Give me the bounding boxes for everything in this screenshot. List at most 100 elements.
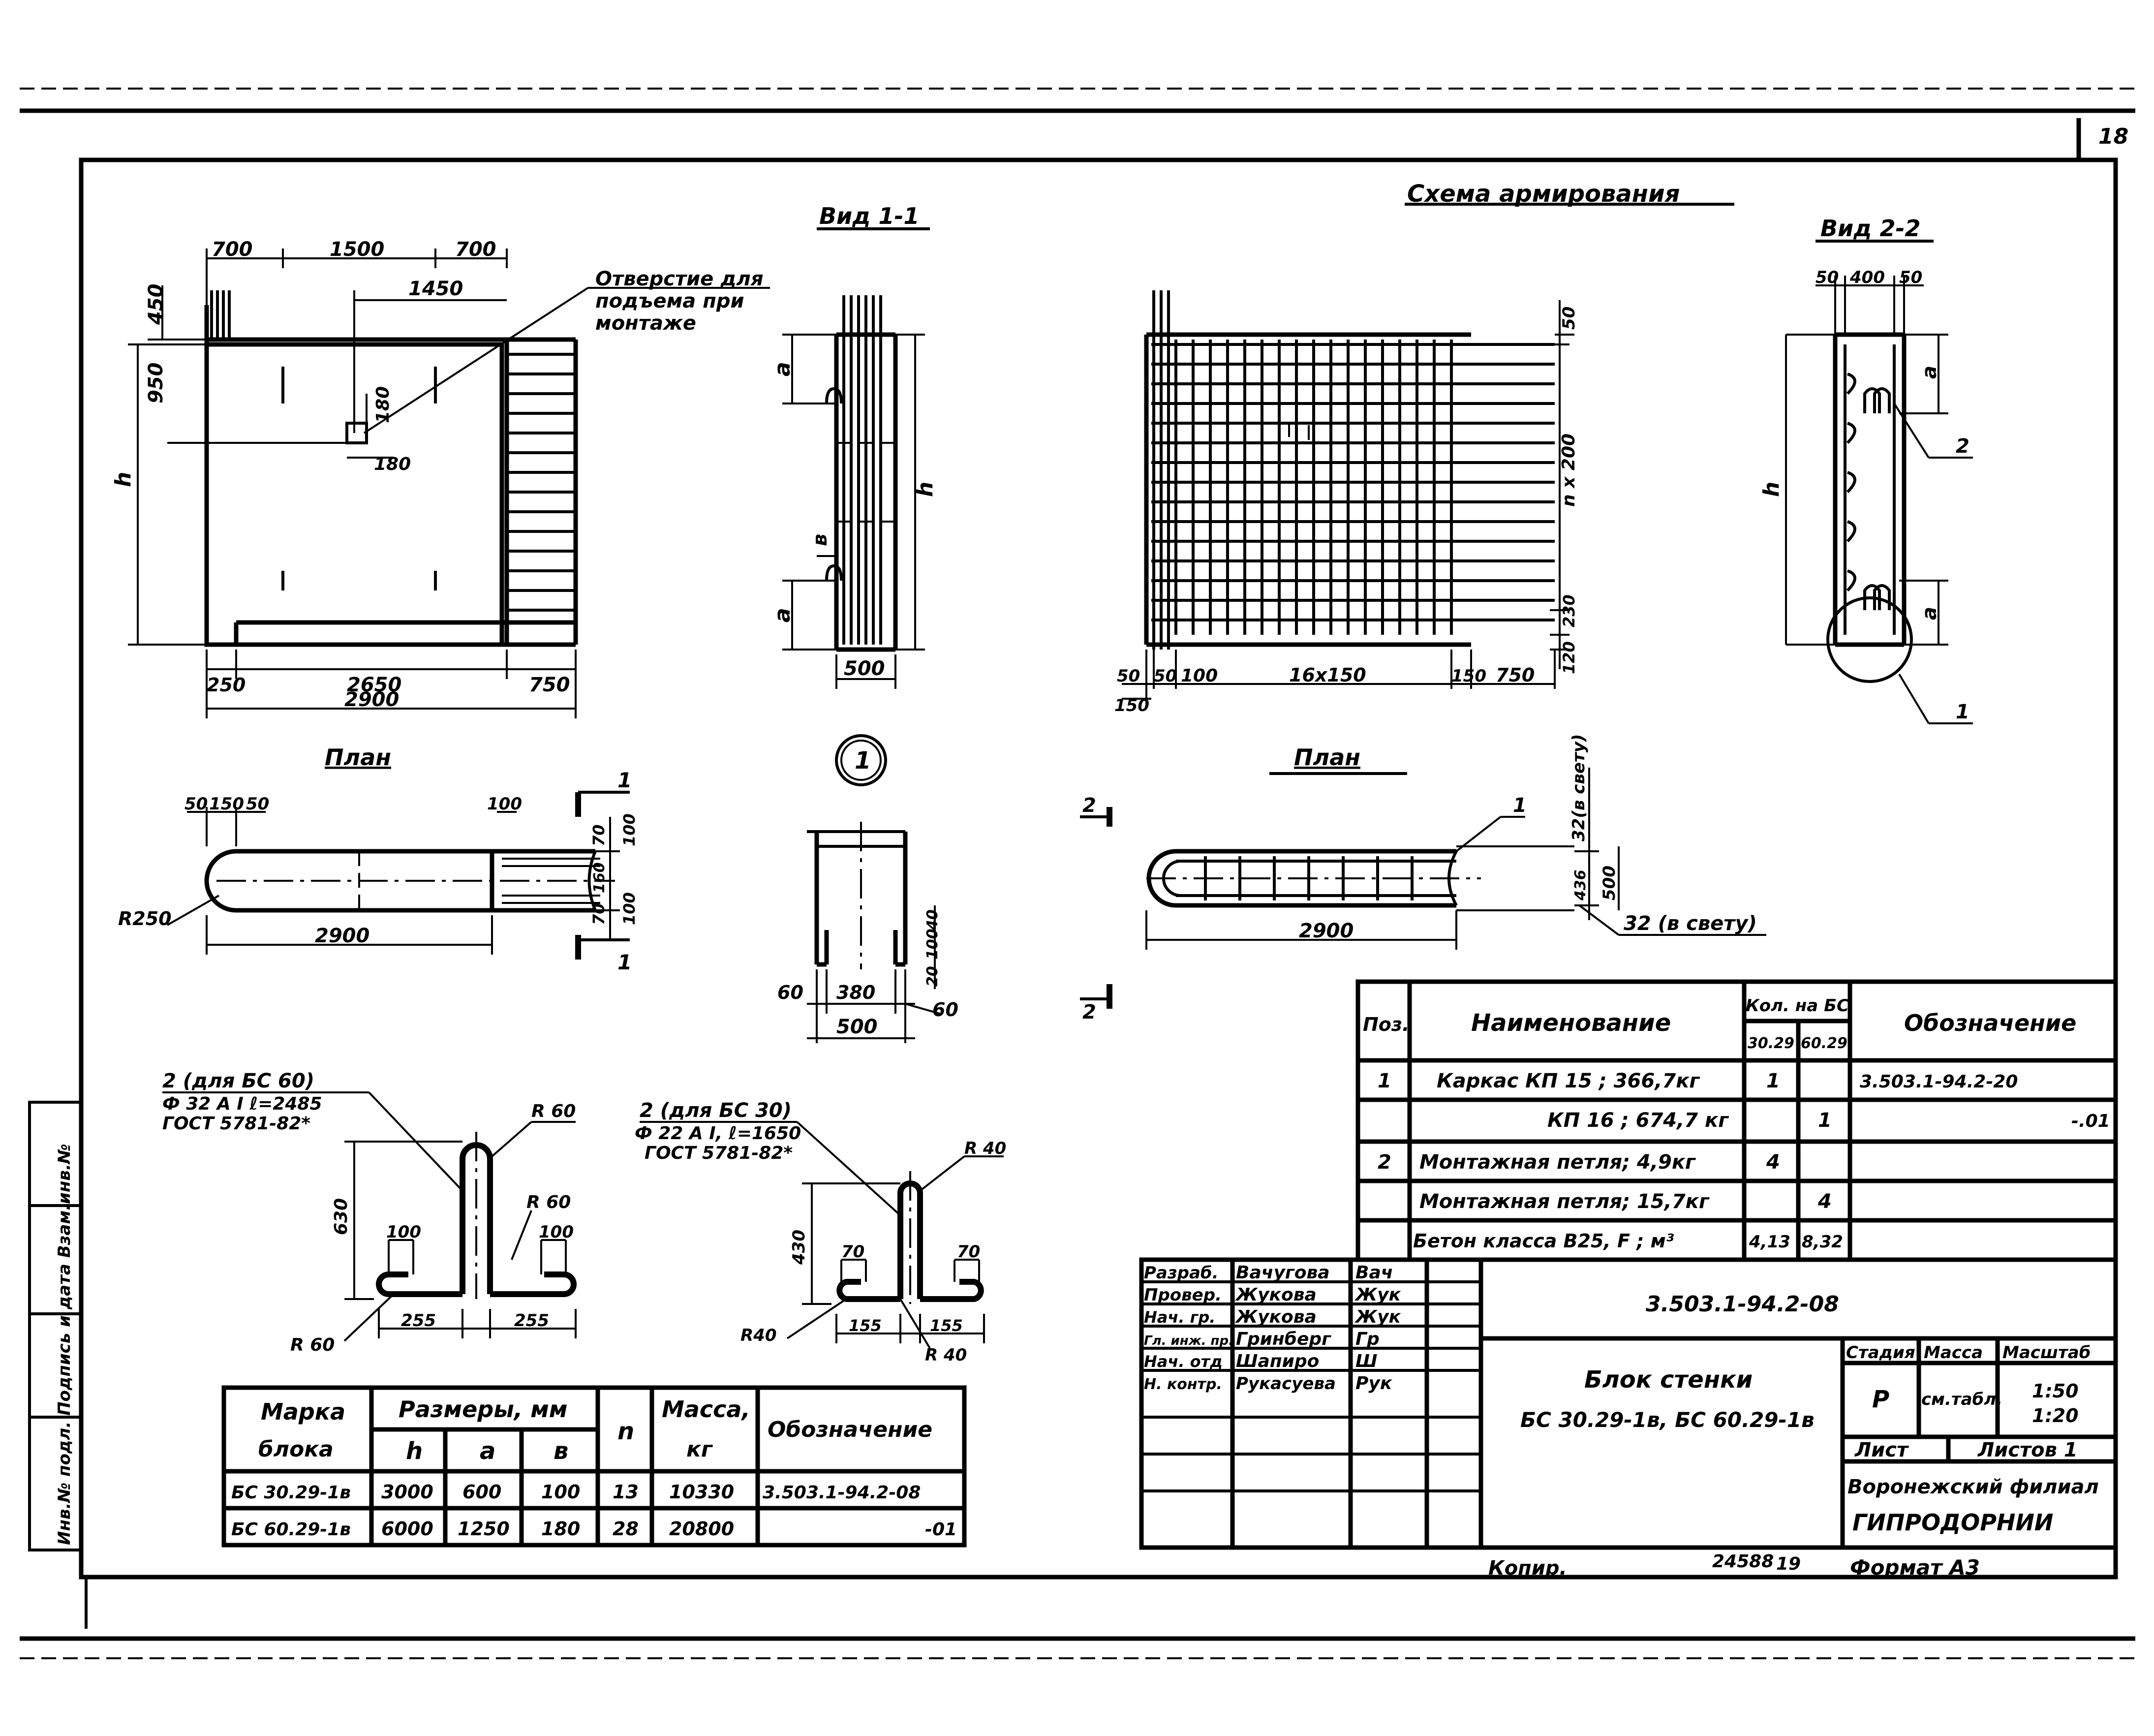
- dim-450: 450: [145, 284, 167, 326]
- bt-h-n: n: [617, 1418, 634, 1445]
- loop30-70b: 70: [957, 1242, 980, 1262]
- tb-scale-2: 1:20: [2032, 1405, 2079, 1426]
- tb-sheet-label: Лист: [1854, 1439, 1909, 1461]
- tb-role-6: Н. контр.: [1144, 1376, 1222, 1393]
- bt-r1-mark: БС 30.29-1в: [231, 1483, 351, 1503]
- plan-70a: 70: [589, 824, 608, 846]
- bt-r2-mark: БС 60.29-1в: [231, 1519, 351, 1540]
- tb-org-1: Воронежский филиал: [1847, 1476, 2099, 1498]
- loop60-100b: 100: [539, 1222, 574, 1242]
- tb-title-1: Блок стенки: [1584, 1366, 1753, 1394]
- v22-400: 400: [1849, 268, 1885, 287]
- rplan-436: 436: [1572, 869, 1589, 901]
- node-60b: 60: [932, 999, 958, 1021]
- bt-h-desig: Обозначение: [768, 1417, 932, 1442]
- tb-sig-4: Гр: [1355, 1329, 1380, 1349]
- scheme-nx200: n x 200: [1559, 434, 1579, 507]
- loop30-title: 2 (для БС 30): [640, 1099, 792, 1122]
- signer-row: Провер. Жукова Жук: [1144, 1285, 1402, 1305]
- plan-100a: 100: [620, 813, 639, 846]
- st-r1-q30: 1: [1766, 1070, 1780, 1092]
- footer-copied: Копир.: [1488, 1557, 1567, 1580]
- hole-note-1: Отверстие для: [595, 268, 764, 290]
- scheme-150b: 150: [1114, 696, 1149, 715]
- dim-1450: 1450: [408, 278, 463, 300]
- dim-180b: 180: [374, 454, 411, 474]
- bt-r2-b: 180: [541, 1518, 580, 1540]
- right-plan: [1080, 768, 1766, 1009]
- loop60-r60a: R 60: [531, 1101, 576, 1121]
- dim-2650: 2650: [347, 674, 401, 696]
- dim-250: 250: [207, 674, 246, 696]
- tb-role-2: Провер.: [1144, 1285, 1222, 1305]
- dim-700a: 700: [212, 238, 253, 261]
- tb-h-mass: Масса: [1924, 1343, 1983, 1363]
- st-h-pos: Поз.: [1363, 1014, 1409, 1035]
- loop60-spec: Ф 32 A I ℓ=2485: [162, 1094, 322, 1114]
- view-2-2: [1785, 240, 1973, 724]
- dim-180a: 180: [373, 386, 393, 423]
- view-2-2-title: Вид 2-2: [1820, 215, 1921, 242]
- footer-format: Формат А3: [1850, 1555, 1980, 1580]
- bt-h-sizes: Размеры, мм: [399, 1396, 568, 1423]
- node-40: 40: [924, 909, 941, 930]
- footer-page-no: 19: [1776, 1554, 1801, 1574]
- tb-name-5: Шапиро: [1236, 1351, 1319, 1371]
- node-60: 60: [777, 982, 803, 1003]
- tb-role-1: Разраб.: [1144, 1263, 1219, 1283]
- loop60-630: 630: [331, 1198, 351, 1235]
- st-r1-name: Каркас КП 15 ; 366,7кг: [1437, 1070, 1700, 1092]
- signer-row: Гл. инж. пр. Гринберг Гр: [1144, 1329, 1380, 1349]
- st-r3-name: Монтажная петля; 4,9кг: [1419, 1151, 1696, 1174]
- st-r4-q60: 4: [1817, 1190, 1832, 1213]
- st-h-qty: Кол. на БС: [1746, 996, 1849, 1016]
- bt-r2-n: 28: [613, 1518, 639, 1540]
- bt-r1-b: 100: [541, 1481, 580, 1503]
- plan-sec-1a: 1: [617, 768, 632, 792]
- tb-name-2: Жукова: [1234, 1285, 1317, 1305]
- spec-row: 2 Монтажная петля; 4,9кг 4: [1378, 1151, 1780, 1174]
- tb-stage: Р: [1872, 1386, 1889, 1413]
- sheet-number: 18: [2098, 124, 2128, 149]
- v22-50b: 50: [1899, 268, 1922, 287]
- tb-name-3: Жукова: [1234, 1307, 1317, 1327]
- signer-row: Разраб. Вачугова Вач: [1144, 1263, 1393, 1283]
- scheme-120: 120: [1560, 641, 1578, 674]
- plan-150: 150: [209, 794, 244, 814]
- rplan-2900: 2900: [1299, 920, 1354, 942]
- loop60-r60b: R 60: [526, 1192, 571, 1212]
- node-380: 380: [836, 982, 875, 1003]
- block-table-row: БС 60.29-1в 6000 1250 180 28 20800 -01: [231, 1518, 957, 1540]
- st-r5-name: Бетон класса B25, F ; м³: [1413, 1230, 1674, 1252]
- loop30-155b: 155: [930, 1316, 963, 1335]
- signer-row: Нач. отд Шапиро Ш: [1144, 1351, 1377, 1371]
- tb-sig-5: Ш: [1355, 1351, 1377, 1371]
- tb-role-5: Нач. отд: [1144, 1352, 1223, 1371]
- tb-org-2: ГИПРОДОРНИИ: [1852, 1509, 2053, 1536]
- plan-50: 50: [185, 794, 208, 814]
- bt-r1-mass: 10330: [669, 1481, 734, 1503]
- signer-row: Н. контр. Рукасуева Рук: [1144, 1373, 1393, 1394]
- footer-copy-no: 24588: [1712, 1551, 1774, 1572]
- dim-1500: 1500: [330, 238, 384, 261]
- v22-pos1: 1: [1956, 701, 1969, 723]
- st-r2-desig: -.01: [2071, 1111, 2110, 1131]
- front-view: [128, 248, 770, 718]
- loop30-155a: 155: [849, 1316, 882, 1335]
- tb-name-4: Гринберг: [1236, 1329, 1331, 1349]
- plan-160: 160: [591, 862, 608, 893]
- tb-name-1: Вачугова: [1236, 1263, 1330, 1283]
- scheme-100: 100: [1181, 666, 1218, 686]
- plan-100b: 100: [620, 892, 639, 925]
- spec-row: Бетон класса B25, F ; м³ 4,13 8,32: [1413, 1230, 1843, 1252]
- view-1-1-title: Вид 1-1: [819, 203, 920, 229]
- st-r2-name: КП 16 ; 674,7 кг: [1547, 1109, 1729, 1132]
- rplan-2a: 2: [1082, 794, 1096, 817]
- loop60-title: 2 (для БС 60): [162, 1070, 314, 1092]
- bt-h-a: a: [480, 1437, 495, 1465]
- loop30-70a: 70: [841, 1242, 864, 1262]
- dim-750: 750: [529, 674, 570, 696]
- block-table: [221, 1385, 967, 1548]
- tb-sheets-label: Листов 1: [1977, 1439, 2078, 1461]
- bt-h-mass2: кг: [686, 1437, 713, 1462]
